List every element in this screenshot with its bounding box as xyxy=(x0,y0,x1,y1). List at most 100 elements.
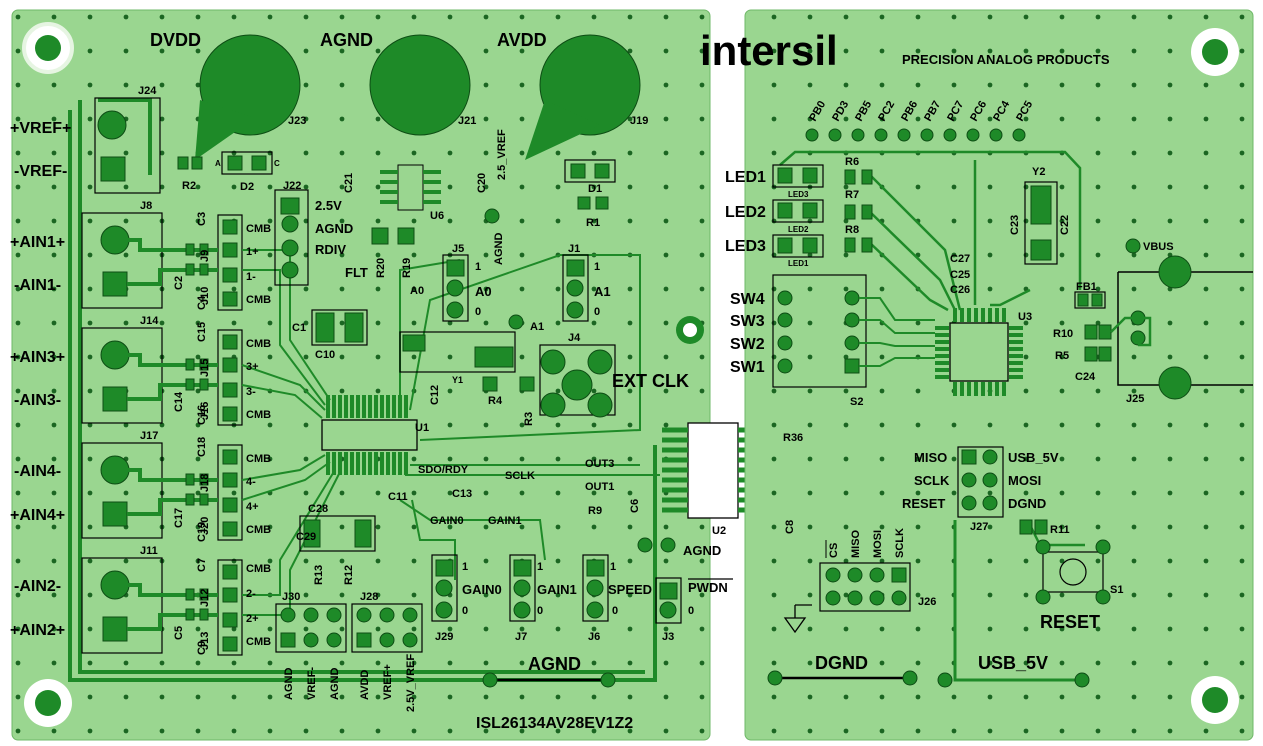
s2-pin xyxy=(777,335,793,351)
res-label: R7 xyxy=(845,189,859,201)
j22-pin xyxy=(280,197,300,215)
trace-usb-data xyxy=(1110,316,1152,347)
jumper-side-label: 4+ xyxy=(246,501,259,513)
misc-label: A0 xyxy=(410,285,424,297)
trace-ain4m xyxy=(115,468,218,482)
s2-pin xyxy=(844,312,860,328)
misc-label: OUT3 xyxy=(585,458,614,470)
misc-label: R9 xyxy=(588,505,602,517)
j30-pin xyxy=(326,607,342,623)
misc-label: R13 xyxy=(313,565,325,585)
jumper-pin xyxy=(222,472,238,488)
jumper-j6 xyxy=(582,554,609,622)
gain1-lo: 0 xyxy=(537,605,543,617)
label-cap: C17 xyxy=(173,508,185,528)
test-point xyxy=(508,314,524,330)
label-ain3m: -AIN3- xyxy=(14,392,61,409)
misc-label: C10 xyxy=(315,349,335,361)
j27-pin xyxy=(982,472,998,488)
jumper-pin xyxy=(222,382,238,398)
spi-left-label: MISO xyxy=(914,450,947,465)
j28-pin xyxy=(402,607,418,623)
j27-pin xyxy=(961,449,977,465)
label-cap: C4 xyxy=(196,295,208,310)
j30-pin-label: AGND xyxy=(329,668,341,700)
ferrite-fb1 xyxy=(1074,291,1106,309)
label-j30: J30 xyxy=(282,591,300,603)
dgnd-pad xyxy=(767,670,783,686)
conn-j17 xyxy=(81,442,163,539)
led-silk: LED1 xyxy=(788,259,809,268)
test-point xyxy=(660,537,676,553)
jumper-pin xyxy=(222,219,238,235)
j7-pin xyxy=(513,601,531,619)
label-cap: C7 xyxy=(196,558,208,572)
jumper-side-label: 2- xyxy=(246,588,256,600)
header-j28 xyxy=(351,603,423,653)
s1-pad xyxy=(1095,539,1111,555)
trace-loop-inner xyxy=(78,100,645,674)
cap-label: C22 xyxy=(1059,215,1071,235)
trace-fan xyxy=(242,249,331,401)
spi-right-label: USB_5V xyxy=(1008,450,1059,465)
switch-label: SW1 xyxy=(730,359,765,376)
label-cap: C18 xyxy=(196,437,208,457)
chip-u3 xyxy=(949,322,1009,382)
label-gain1: GAIN1 xyxy=(537,582,577,597)
mount-hole-pad xyxy=(35,690,61,716)
led-pad xyxy=(802,237,818,254)
cap-pad xyxy=(199,473,209,486)
label-j26: J26 xyxy=(918,596,936,608)
label-j18: J18 xyxy=(199,474,211,492)
j26-pin-label: CS xyxy=(828,543,840,558)
misc-label: R2 xyxy=(182,180,196,192)
diode-pad xyxy=(594,163,610,179)
jumper-side-label: CMB xyxy=(246,294,271,306)
cap-c1 xyxy=(311,309,368,346)
s1-pad xyxy=(1035,539,1051,555)
j6-pin xyxy=(586,579,604,597)
conn-pad-sq xyxy=(100,156,126,182)
label-ain1m: -AIN1- xyxy=(14,277,61,294)
label-ain2m: -AIN2- xyxy=(14,578,61,595)
y2-pad xyxy=(1030,239,1052,261)
vbus-pad xyxy=(1125,238,1141,254)
cap-label: C27 xyxy=(950,253,970,265)
trace-led1 xyxy=(869,174,962,311)
misc-label: R19 xyxy=(401,258,413,278)
port-pad xyxy=(966,128,980,142)
jumper-side-label: 1- xyxy=(246,271,256,283)
j29-pin xyxy=(435,601,453,619)
u3-pin-row xyxy=(935,326,949,379)
led-silk: LED3 xyxy=(788,190,809,199)
res-pad xyxy=(861,204,873,220)
trace-led3 xyxy=(869,242,949,312)
label-j15: J15 xyxy=(199,359,211,377)
conn-pad xyxy=(97,110,127,140)
label-dgnd: DGND xyxy=(815,653,868,673)
r10-pad xyxy=(1084,324,1098,340)
label-cap: C15 xyxy=(196,322,208,342)
cap-pad xyxy=(185,588,195,601)
test-point xyxy=(484,208,500,224)
cap-pad xyxy=(199,358,209,371)
jumper-frame xyxy=(217,444,243,541)
y2-pad xyxy=(1030,185,1052,225)
u1-pin-row xyxy=(326,452,408,475)
r11-pad xyxy=(1034,519,1048,535)
led-silk: LED2 xyxy=(788,225,809,234)
led-label: LED1 xyxy=(725,169,766,186)
label-j4: J4 xyxy=(568,332,581,344)
cap-pad xyxy=(199,493,209,506)
label-a0: A0 xyxy=(475,284,492,299)
label-j7: J7 xyxy=(515,631,527,643)
res-label: R8 xyxy=(845,224,859,236)
label-j9: J9 xyxy=(199,250,211,262)
conn-pad-sq xyxy=(102,616,128,642)
misc-label: R1 xyxy=(586,217,600,229)
s2-pin xyxy=(844,358,860,374)
trace-usb5v xyxy=(953,520,1085,682)
r2-pad xyxy=(191,156,203,170)
trace-loop-outer xyxy=(68,110,657,682)
